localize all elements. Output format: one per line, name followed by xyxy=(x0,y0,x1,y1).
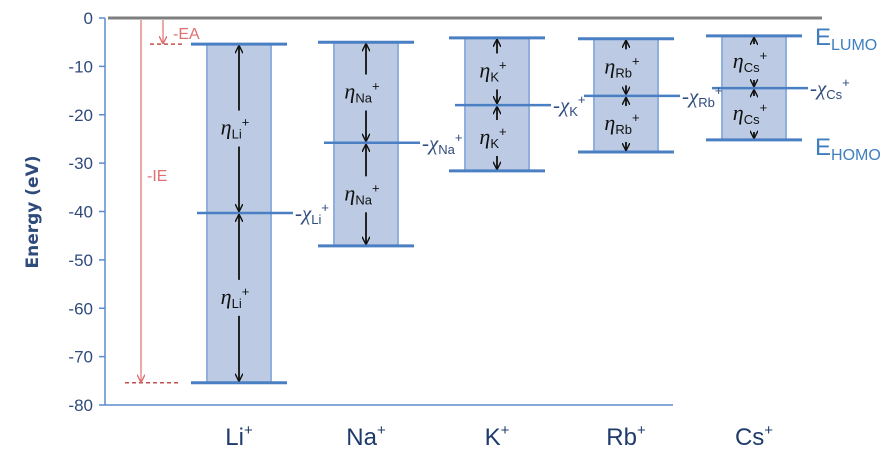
eta-label: ηCs+ xyxy=(733,100,767,127)
chi-label: -χCs+ xyxy=(810,75,850,102)
category-label: Rb+ xyxy=(606,422,646,451)
chi-label: -χRb+ xyxy=(682,83,722,110)
legend-lumo: ELUMO xyxy=(815,24,877,54)
y-axis-label: Energy (eV) xyxy=(23,155,43,268)
y-tick-label: -40 xyxy=(68,203,93,222)
category-label: K+ xyxy=(485,422,510,451)
ea-label: -EA xyxy=(173,26,200,43)
category-label: Li+ xyxy=(225,422,253,451)
chi-label: -χNa+ xyxy=(422,130,462,157)
eta-label: ηCs+ xyxy=(733,48,767,75)
labels: ηLi+ ηLi+ -χLi+ Li+ ηNa+ ηNa+ -χNa+ Na+ ηK+ ηK+ -χ… xyxy=(147,24,881,451)
eta-label: ηRb+ xyxy=(604,53,639,80)
marks xyxy=(125,20,808,385)
legend-homo: EHOMO xyxy=(815,134,881,164)
y-tick-label: -70 xyxy=(68,348,93,367)
eta-label: ηRb+ xyxy=(604,110,639,137)
y-tick-label: -60 xyxy=(68,299,93,318)
eta-label: ηLi+ xyxy=(221,115,250,142)
y-tick-label: -30 xyxy=(68,154,93,173)
eta-label: ηK+ xyxy=(479,124,506,151)
axes: 0 -10 -20 -30 -40 -50 -60 -70 -80 xyxy=(68,9,822,415)
category-label: Na+ xyxy=(346,422,386,451)
y-tick-label: -50 xyxy=(68,251,93,270)
chi-label: -χK+ xyxy=(553,92,586,119)
eta-label: ηNa+ xyxy=(344,180,379,207)
y-tick-label: 0 xyxy=(84,9,93,28)
y-tick-label: -80 xyxy=(68,396,93,415)
eta-label: ηK+ xyxy=(479,57,506,84)
ie-label: -IE xyxy=(147,168,167,185)
y-tick-label: -20 xyxy=(68,106,93,125)
eta-label: ηLi+ xyxy=(221,284,250,311)
chi-label: -χLi+ xyxy=(295,200,329,227)
category-label: Cs+ xyxy=(735,422,773,451)
eta-label: ηNa+ xyxy=(344,78,379,105)
y-tick-label: -10 xyxy=(68,57,93,76)
